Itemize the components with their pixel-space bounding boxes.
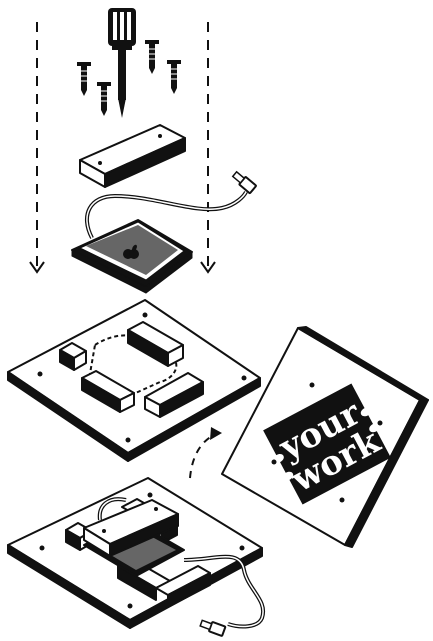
screw-hole — [39, 492, 245, 609]
guide-arrow-left — [29, 22, 45, 274]
screw-hole — [271, 382, 383, 503]
your-work-sign: your work — [263, 383, 391, 505]
base-board — [7, 299, 261, 462]
screw-hole — [37, 312, 247, 443]
curved-arrow-icon — [189, 427, 222, 479]
assembled-base — [7, 477, 263, 629]
guide-arrow-right — [200, 22, 216, 274]
usb-cable — [85, 170, 257, 239]
mounting-plate — [79, 124, 186, 188]
apple-adapter-device — [71, 219, 193, 294]
bottom-cable — [97, 497, 266, 637]
apple-logo-icon — [123, 244, 139, 259]
screwdriver-icon — [108, 8, 136, 118]
screw-icon — [77, 40, 181, 116]
foam-blocks — [59, 321, 204, 418]
